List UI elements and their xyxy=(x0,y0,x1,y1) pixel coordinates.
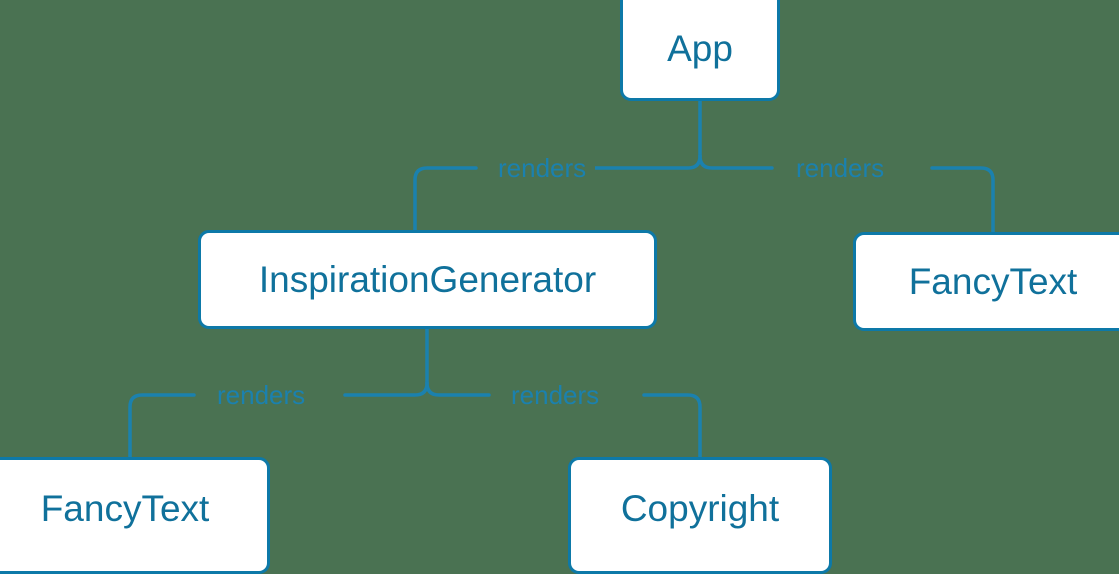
node-fancytext-left-label: FancyText xyxy=(40,488,210,529)
edge-label-app-to-inspiration-generator: renders xyxy=(489,155,596,181)
node-fancytext-left[interactable]: FancyText xyxy=(0,457,270,574)
node-copyright-label: Copyright xyxy=(620,488,780,529)
node-app[interactable]: App xyxy=(620,0,780,101)
node-fancytext-right-label: FancyText xyxy=(908,261,1078,302)
node-app-label: App xyxy=(667,28,733,69)
node-inspiration-generator[interactable]: InspirationGenerator xyxy=(198,230,657,329)
edge-label-app-to-fancytext-right: renders xyxy=(787,155,894,181)
edge-label-inspiration-generator-to-copyright: renders xyxy=(502,382,609,408)
node-inspiration-generator-label: InspirationGenerator xyxy=(258,259,597,300)
edge-label-inspiration-generator-to-fancytext-left: renders xyxy=(208,382,315,408)
node-copyright[interactable]: Copyright xyxy=(568,457,832,574)
node-fancytext-right[interactable]: FancyText xyxy=(853,232,1119,331)
